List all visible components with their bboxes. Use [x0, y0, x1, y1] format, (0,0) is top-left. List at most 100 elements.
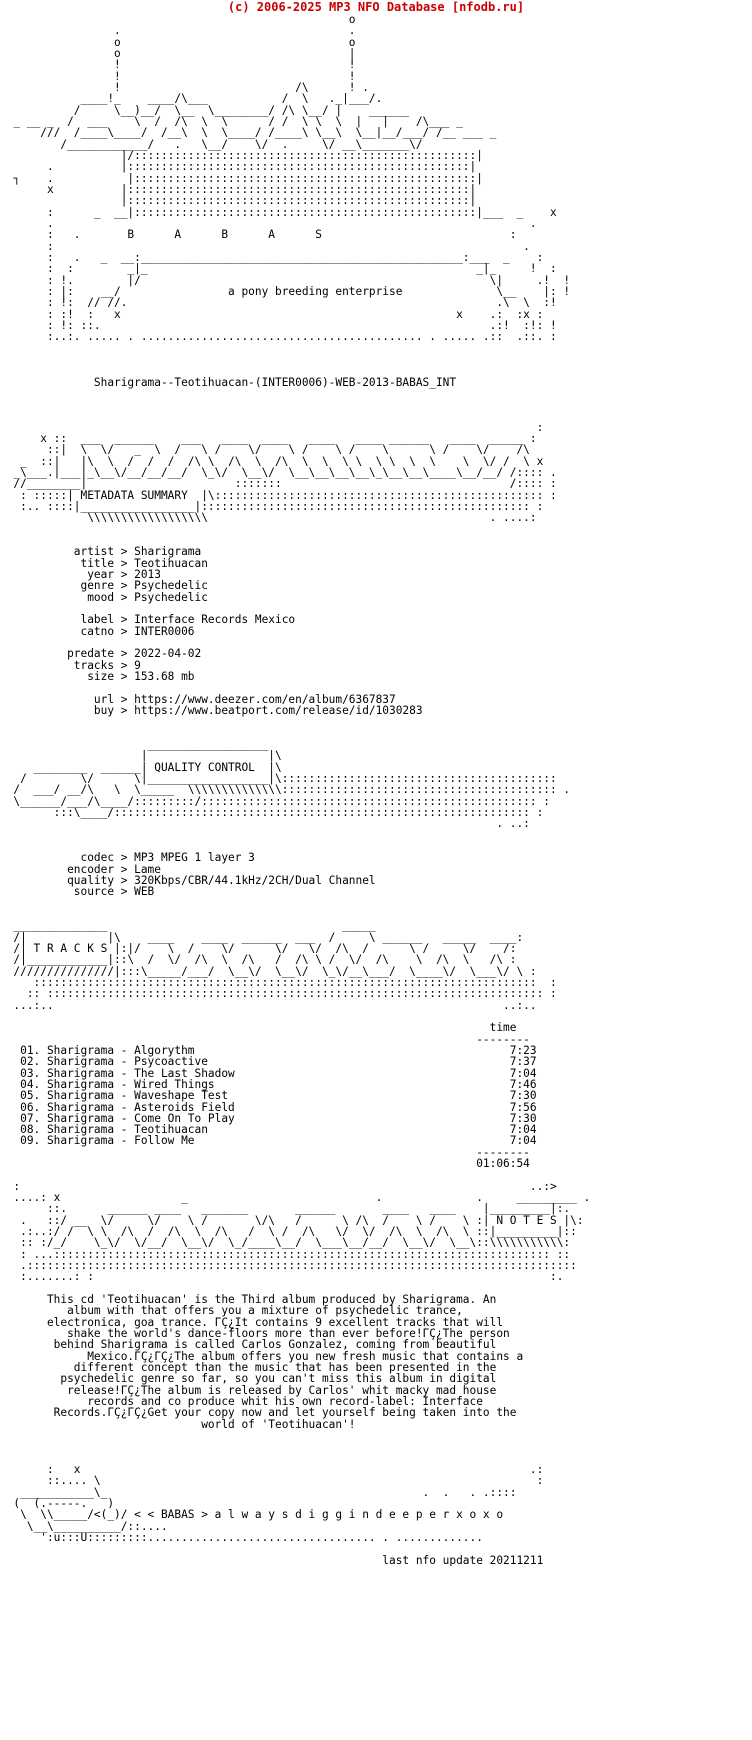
nfo-line: //________| ::::::: /:::: :	[0, 477, 557, 491]
nfo-line	[0, 830, 752, 841]
nfo-line: catno > INTER0006	[0, 624, 195, 638]
nfo-line: --------	[0, 1032, 530, 1046]
nfo-line	[0, 1430, 752, 1441]
nfo-line: . |:::::::::::::::::::::::::::::::::::::…	[0, 160, 477, 174]
nfo-line: 02. Sharigrama - Psycoactive 7:37	[0, 1055, 537, 1069]
nfo-line: Mexico.ΓÇ¿ΓÇ¿The album offers you new fr…	[0, 1349, 524, 1363]
nfo-line: psychedelic genre so far, so you can't m…	[0, 1372, 497, 1386]
nfo-line: ':u:::U:::::::::........................…	[0, 1530, 483, 1544]
nfo-line: --------	[0, 1145, 530, 1159]
nfo-line: : !. |/ \| .! !	[0, 273, 571, 287]
nfo-line: :::\____/:::::::::::::::::::::::::::::::…	[0, 805, 544, 819]
nfo-line	[0, 399, 752, 410]
nfo-line: . ::/ __ \/ \/ \ / \/\ / \ /\ / \ / \ :|…	[0, 1213, 584, 1227]
nfo-line	[0, 1441, 752, 1452]
nfo-line: 07. Sharigrama - Come On To Play 7:30	[0, 1111, 537, 1125]
nfo-line: ! !	[0, 58, 356, 72]
nfo-line: :..:. ..... . ..........................…	[0, 330, 557, 344]
nfo-line: ______________ _____	[0, 919, 376, 933]
nfo-line: album with that offers you a mixture of …	[0, 1304, 463, 1318]
nfo-line: encoder > Lame	[0, 862, 161, 876]
nfo-line	[0, 388, 752, 399]
nfo-line: x |:::::::::::::::::::::::::::::::::::::…	[0, 182, 477, 196]
nfo-line: : ...:::::::::::::::::::::::::::::::::::…	[0, 1247, 571, 1261]
nfo-line: ! /\ ! .	[0, 80, 369, 94]
nfo-line: : :::::| METADATA SUMMARY |\::::::::::::…	[0, 488, 557, 502]
nfo-line: quality > 320Kbps/CBR/44.1kHz/2CH/Dual C…	[0, 873, 376, 887]
nfo-line: 04. Sharigrama - Wired Things 7:46	[0, 1077, 537, 1091]
nfo-line: ________ ______| QUALITY CONTROL |\	[0, 760, 282, 774]
nfo-line: : . _ __:_______________________________…	[0, 250, 544, 264]
nfo-line: Sharigrama--Teotihuacan-(INTER0006)-WEB-…	[0, 375, 457, 389]
nfo-line: 03. Sharigrama - The Last Shadow 7:04	[0, 1066, 537, 1080]
nfo-line: world of 'Teotihuacan'!	[0, 1417, 356, 1431]
nfo-line: release!ΓÇ¿The album is released by Carl…	[0, 1383, 497, 1397]
nfo-line: :: :/_/ \_\/ \/__/ \__\/ \_/____\__/ \__…	[0, 1236, 571, 1250]
nfo-line: time	[0, 1021, 517, 1035]
nfo-line: : !: ::. .:! :!: !	[0, 318, 557, 332]
nfo-line: : _ __|:::::::::::::::::::::::::::::::::…	[0, 205, 557, 219]
nfo-line: last nfo update 20211211	[0, 1553, 544, 1566]
nfo-line	[0, 898, 752, 909]
nfo-line: : :! : x x .: :x :	[0, 307, 544, 321]
nfo-line: \______/___/\____/:::::::::/::::::::::::…	[0, 794, 550, 808]
nfo-line: /// /____\____/ /__\ \ \____/ /____\ \__…	[0, 126, 497, 140]
nfo-line: . .	[0, 216, 537, 230]
nfo-line: /____________/ . \__/ \/ . \/ __\_______…	[0, 137, 423, 151]
nfo-line: _ ::| |\ \ / / / /\ \ /\ \ /\ \ \ \ \ \ …	[0, 454, 544, 468]
nfo-line	[0, 343, 752, 354]
nfo-line: o |	[0, 46, 356, 60]
nfo-line: label > Interface Records Mexico	[0, 613, 296, 627]
nfo-line: /|____________|::\ / \/ /\ \ /\ / /\ \ /…	[0, 953, 517, 967]
nfo-line: ( (.-----. )	[0, 1496, 115, 1510]
nfo-line: title > Teotihuacan	[0, 556, 208, 570]
nfo-line: . ..:	[0, 817, 530, 831]
nfo-line: different concept than the music that ha…	[0, 1361, 497, 1375]
nfo-line: : .	[0, 239, 530, 253]
nfo-line: ::. ______ ____ _______ ______ ____ ____…	[0, 1202, 571, 1216]
nfo-line: / \__)__/ \__ \________/ /\ \__/ | _____…	[0, 103, 410, 117]
nfo-line: 05. Sharigrama - Waveshape Test 7:30	[0, 1089, 537, 1103]
nfo-line: : ..:>	[0, 1179, 557, 1193]
nfo-line: :: :::::::::::::::::::::::::::::::::::::…	[0, 987, 557, 1001]
nfo-source-header: (c) 2006-2025 MP3 NFO Database [nfodb.ru…	[227, 0, 525, 14]
nfo-line: ...:.. ..:..	[0, 998, 537, 1012]
nfo-line: / ___/ __/\ \ \_____ \\\\\\\\\\\\\\:::::…	[0, 783, 571, 797]
nfo-line: 06. Sharigrama - Asteroids Field 7:56	[0, 1100, 537, 1114]
nfo-line	[0, 354, 752, 365]
nfo-line: | |\	[0, 749, 282, 763]
nfo-line: buy > https://www.beatport.com/release/i…	[0, 704, 423, 718]
nfo-line: source > WEB	[0, 885, 155, 899]
nfo-line: /| T R A C K S |:|/ \ / \/ \/ \/ /\ / \ …	[0, 941, 517, 955]
nfo-line: ┐ . |:::::::::::::::::::::::::::::::::::…	[0, 171, 483, 185]
nfo-line: o o	[0, 35, 356, 49]
nfo-line: codec > MP3 MPEG 1 layer 3	[0, 851, 255, 865]
nfo-line: \\\\\\\\\\\\\\\\\\ . ....:	[0, 511, 537, 525]
nfo-line: records and co produce whit his own reco…	[0, 1395, 483, 1409]
nfo-line: \ \\_____/<(_)/ < < BABAS > a l w a y s …	[0, 1508, 504, 1522]
nfo-line: predate > 2022-04-02	[0, 647, 202, 661]
nfo-line: __________________	[0, 738, 269, 751]
nfo-line: ....: x _ . . _________ .	[0, 1191, 591, 1205]
nfo-line: tracks > 9	[0, 658, 141, 672]
nfo-line: 01:06:54	[0, 1157, 530, 1171]
nfo-line: |/::::::::::::::::::::::::::::::::::::::…	[0, 148, 483, 162]
nfo-line: 09. Sharigrama - Follow Me 7:04	[0, 1134, 537, 1148]
nfo-line: .:..:/ / \ \ /\ / /\ \ /\ / \ / /\ \/ \/…	[0, 1225, 577, 1239]
nfo-line: : |: __/ a pony breeding enterprise \__ …	[0, 284, 571, 298]
nfo-line	[0, 365, 752, 376]
nfo-line: :	[0, 420, 544, 434]
nfo-line: : . B A B A S :	[0, 228, 517, 242]
nfo-line: : : _|_ _|_ ! :	[0, 262, 557, 276]
nfo-line: : !: // //. .\ \ :!	[0, 296, 571, 310]
nfo-line: ::| \ \/ _ \ / \ / \/ \ / \ / \ \ / \/ /…	[0, 443, 530, 457]
nfo-line: url > https://www.deezer.com/en/album/63…	[0, 692, 396, 706]
nfo-line	[0, 524, 752, 535]
nfo-line: 08. Sharigrama - Teotihuacan 7:04	[0, 1123, 537, 1137]
nfo-line: genre > Psychedelic	[0, 579, 208, 593]
nfo-line: behind Sharigrama is called Carlos Gonza…	[0, 1338, 497, 1352]
nfo-text-body: o . . o o o | !	[0, 14, 752, 1566]
nfo-line: / \/ \|__________________|\:::::::::::::…	[0, 771, 557, 785]
nfo-line: ///////////////|:::\_____/___/ \__\/ \__…	[0, 964, 537, 978]
